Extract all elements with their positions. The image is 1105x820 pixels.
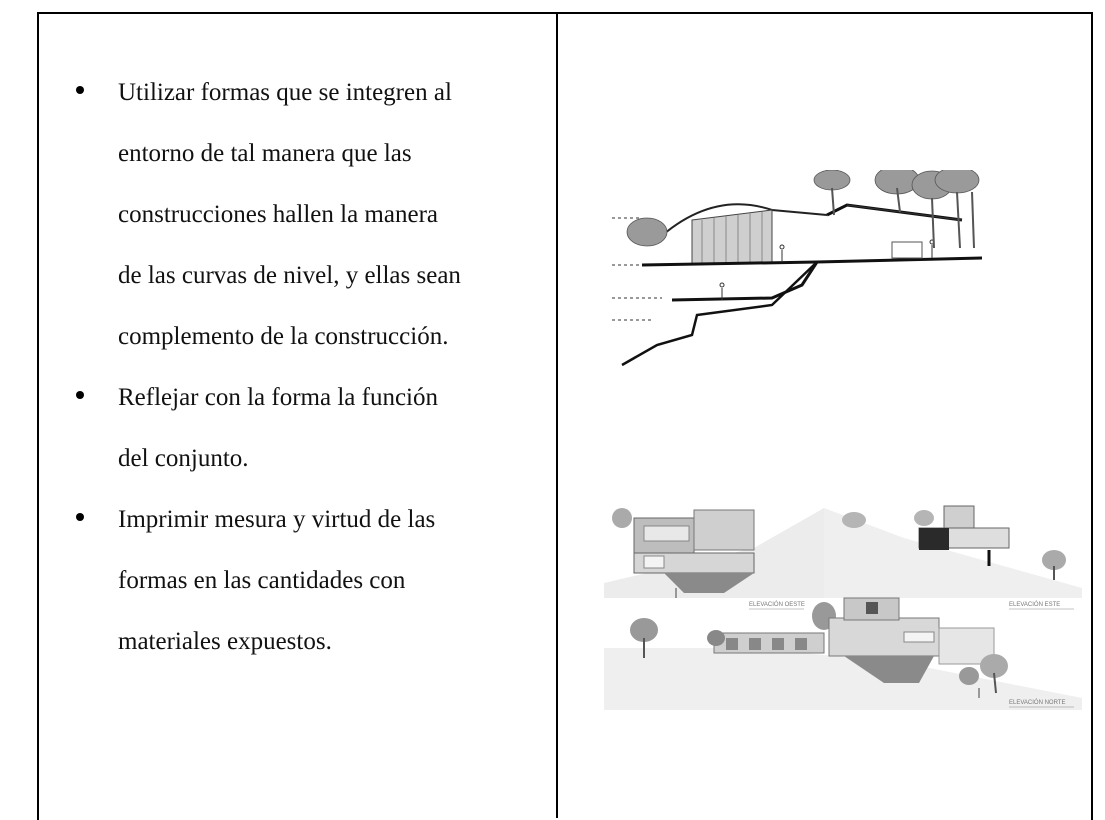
- bullet-line: entorno de tal manera que las: [118, 140, 412, 167]
- bullet-line: materiales expuestos.: [118, 628, 332, 655]
- bullet-line: del conjunto.: [118, 445, 249, 472]
- bullet-icon: [76, 391, 84, 399]
- bullet-icon: [76, 86, 84, 94]
- elevations-drawing-image: ELEVACIÓN OESTE ELEVACIÓN ESTE: [604, 498, 1082, 710]
- table-frame: [37, 12, 1093, 820]
- section-drawing-image: [602, 165, 983, 370]
- bullet-item: Utilizar formas que se integren al entor…: [72, 62, 550, 367]
- elevation-east-label: ELEVACIÓN ESTE: [1009, 601, 1060, 608]
- bullet-item: Imprimir mesura y virtud de las formas e…: [72, 489, 550, 672]
- elevation-north-label: ELEVACIÓN NORTE: [1009, 699, 1065, 706]
- column-divider: [556, 12, 558, 818]
- bullet-line: Utilizar formas que se integren al: [118, 79, 452, 106]
- bullet-item: Reflejar con la forma la función del con…: [72, 367, 550, 489]
- bullet-icon: [76, 513, 84, 521]
- bullet-line: construcciones hallen la manera: [118, 201, 438, 228]
- bullet-list: Utilizar formas que se integren al entor…: [72, 62, 550, 672]
- bullet-line: de las curvas de nivel, y ellas sean: [118, 262, 461, 289]
- bullet-line: Reflejar con la forma la función: [118, 384, 438, 411]
- bullet-line: complemento de la construcción.: [118, 323, 449, 350]
- bullet-line: formas en las cantidades con: [118, 567, 406, 594]
- bullet-line: Imprimir mesura y virtud de las: [118, 506, 436, 533]
- elevation-west-label: ELEVACIÓN OESTE: [749, 601, 805, 608]
